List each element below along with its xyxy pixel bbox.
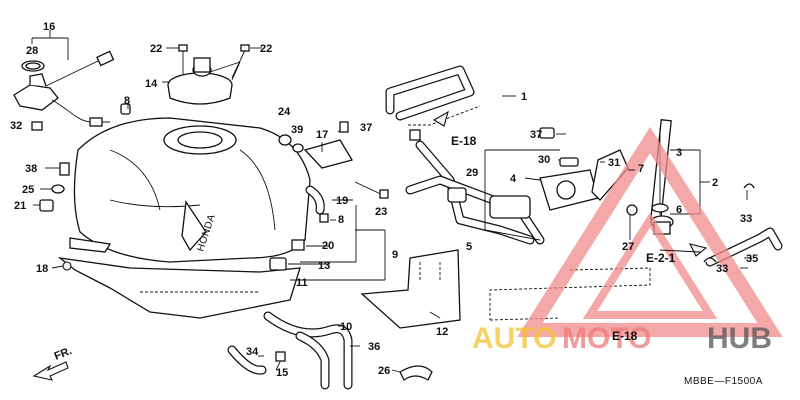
watermark-hub: HUB (707, 322, 772, 355)
callout-32: 32 (10, 120, 22, 132)
watermark: AUTO MOTO HUB (472, 126, 783, 355)
callout-21: 21 (14, 200, 26, 212)
callout-37a: 37 (360, 122, 372, 134)
front-arrow-icon (32, 361, 69, 381)
callout-25: 25 (22, 184, 34, 196)
callout-15: 15 (276, 367, 288, 379)
callout-numbers: 16 28 32 22 22 14 8 38 25 21 18 24 39 17… (10, 21, 758, 379)
callout-18: 18 (36, 263, 48, 275)
fuel-pump-module (385, 65, 599, 245)
callout-33b: 33 (716, 263, 728, 275)
direction-arrow-icon-2 (688, 243, 708, 257)
fuel-sender-assembly (13, 30, 115, 131)
callout-30: 30 (538, 154, 550, 166)
callout-31: 31 (608, 157, 620, 169)
callout-39: 39 (291, 124, 303, 136)
drawing-code: MBBE—F1500A (684, 376, 763, 387)
fuel-cap-assembly (167, 44, 250, 105)
callout-6: 6 (676, 204, 682, 216)
tank-tray (57, 257, 301, 319)
watermark-moto: MOTO (562, 322, 651, 355)
watermark-auto: AUTO (472, 322, 556, 355)
callout-3: 3 (676, 147, 682, 159)
callout-26: 26 (378, 365, 390, 377)
callout-9: 9 (392, 249, 398, 261)
callout-4: 4 (510, 173, 517, 185)
ref-e18-bottom: E-18 (612, 329, 638, 343)
callout-17: 17 (316, 129, 328, 141)
ref-e18-top: E-18 (451, 134, 477, 148)
drain-hoses (227, 311, 433, 390)
callout-leaders (127, 47, 752, 373)
callout-1: 1 (521, 91, 527, 103)
callout-8a: 8 (124, 95, 130, 107)
callout-23: 23 (375, 206, 387, 218)
callout-38: 38 (25, 163, 37, 175)
reference-labels: E-18 E-2-1 E-18 (451, 134, 676, 343)
front-indicator: FR. (32, 345, 74, 381)
callout-7: 7 (638, 163, 644, 175)
heat-guard (360, 249, 461, 329)
callout-28: 28 (26, 45, 38, 57)
callout-10: 10 (340, 321, 352, 333)
callout-14: 14 (145, 78, 158, 90)
callout-22b: 22 (260, 43, 272, 55)
callout-35: 35 (746, 253, 758, 265)
rubber-pads (269, 205, 386, 281)
fuel-tank: HONDA (69, 117, 311, 263)
ref-e21: E-2-1 (646, 251, 676, 265)
callout-27: 27 (622, 241, 634, 253)
honda-wing-logo (181, 200, 207, 252)
vent-hose (489, 183, 783, 321)
callout-12: 12 (436, 326, 448, 338)
callout-5: 5 (466, 241, 472, 253)
callout-16: 16 (43, 21, 55, 33)
callout-13: 13 (318, 260, 330, 272)
tank-mount-bracket (278, 121, 354, 169)
callout-34: 34 (246, 346, 259, 358)
callout-2: 2 (712, 177, 718, 189)
breather-and-bolt (305, 181, 389, 223)
direction-arrow-icon (432, 110, 449, 127)
callout-29: 29 (466, 167, 478, 179)
callout-24: 24 (278, 106, 291, 118)
callout-11: 11 (296, 277, 308, 289)
callout-19: 19 (336, 195, 348, 207)
callout-22a: 22 (150, 43, 162, 55)
callout-33a: 33 (740, 213, 752, 225)
callout-20: 20 (322, 240, 334, 252)
front-label: FR. (53, 345, 74, 363)
callout-8b: 8 (338, 214, 344, 226)
callout-36: 36 (368, 341, 380, 353)
callout-37b: 37 (530, 129, 542, 141)
